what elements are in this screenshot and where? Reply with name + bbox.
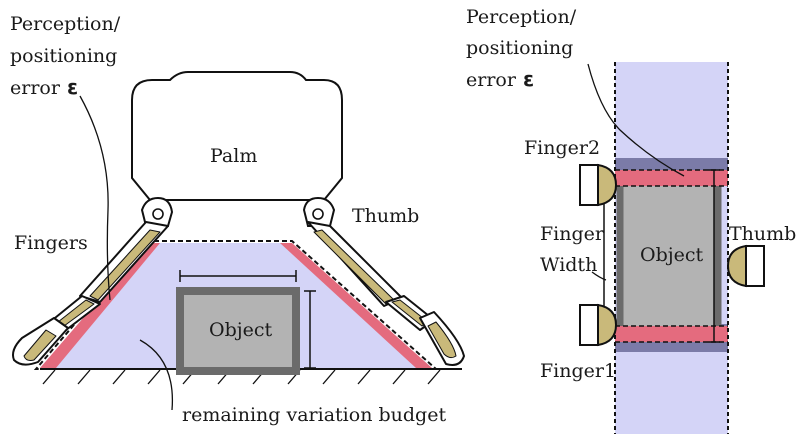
finger2-label: Finger2: [524, 137, 600, 159]
error-band-left: [40, 243, 160, 368]
budget-label: remaining variation budget: [182, 404, 446, 426]
thumb-right: [726, 244, 765, 288]
thumb-label-left: Thumb: [352, 205, 419, 227]
right-error-label-line2: positioning: [466, 37, 573, 59]
finger1: [579, 303, 618, 347]
left-epsilon-symbol: ε: [67, 75, 78, 99]
left-error-label-line3: error: [10, 77, 61, 99]
left-object: [176, 287, 300, 375]
error-band-right: [280, 243, 432, 368]
right-error-label-line1: Perception/: [466, 6, 577, 28]
object-span-dimension: [708, 169, 720, 343]
left-object-label: Object: [209, 319, 273, 341]
palm-label: Palm: [210, 145, 257, 167]
right-error-band-top: [615, 170, 728, 186]
object-width-dimension: [179, 270, 297, 282]
left-joint: [140, 196, 174, 227]
right-error-label-line3: error: [466, 69, 517, 91]
left-finger: [12, 221, 169, 366]
finger2: [579, 163, 618, 207]
left-error-label-line1: Perception/: [10, 13, 121, 35]
right-error-leader: [587, 63, 685, 177]
right-joint: [302, 196, 336, 227]
right-epsilon-symbol: ε: [523, 67, 534, 91]
fingers-label: Fingers: [14, 232, 88, 254]
right-object-label: Object: [640, 244, 704, 266]
right-finger: [307, 221, 465, 366]
left-panel: Object Palm: [10, 13, 465, 426]
object-height-dimension: [304, 290, 316, 369]
budget-leader: [139, 339, 174, 411]
palm: Palm: [131, 71, 343, 201]
finger-width-label-line2: Width: [540, 254, 597, 276]
right-panel: Perception/ positioning error ε Finger2 …: [466, 6, 796, 434]
finger-width-leader: [591, 271, 607, 281]
finger1-label: Finger1: [540, 360, 616, 382]
left-error-leader: [79, 95, 111, 301]
finger-width-label-line1: Finger: [540, 223, 605, 245]
right-error-band-bottom: [615, 326, 728, 342]
budget-dashed-outline: [33, 240, 439, 370]
left-error-label-line2: positioning: [10, 45, 117, 67]
thumb-label-right: Thumb: [729, 223, 796, 245]
